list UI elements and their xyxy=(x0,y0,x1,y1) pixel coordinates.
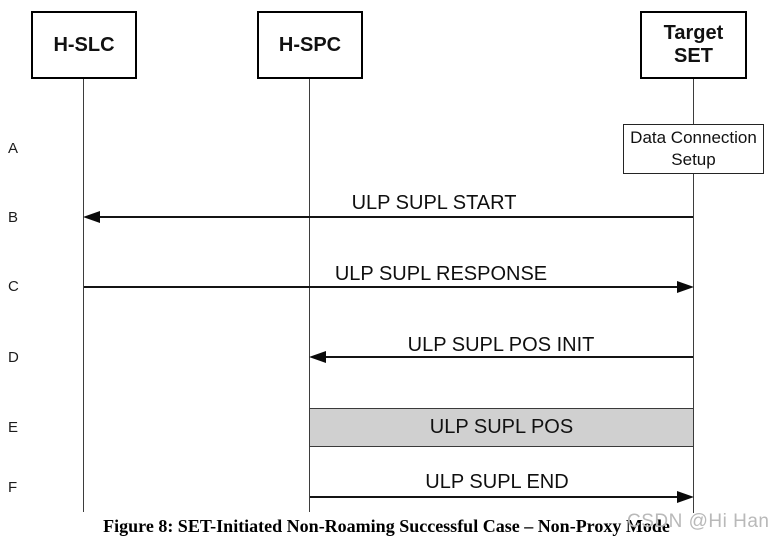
ulp-supl-pos-shaded-box: ULP SUPL POS xyxy=(309,408,694,447)
lifeline-target-set-upper xyxy=(693,79,694,124)
message-label-ulp-supl-start: ULP SUPL START xyxy=(351,192,517,214)
watermark-text: CSDN @Hi Han xyxy=(627,511,770,532)
lifeline-h-spc xyxy=(309,79,310,512)
lifeline-target-set-lower xyxy=(693,174,694,513)
arrowhead-left-icon xyxy=(83,211,100,223)
entity-box-target-set: Target SET xyxy=(640,11,747,79)
lifeline-h-slc xyxy=(83,79,84,512)
message-line-ulp-supl-pos-init xyxy=(323,356,693,358)
arrowhead-right-icon xyxy=(677,281,694,293)
message-line-ulp-supl-start xyxy=(97,216,693,218)
entity-label-target-set: Target SET xyxy=(663,22,724,67)
row-marker-e: E xyxy=(8,419,19,436)
row-marker-a: A xyxy=(8,140,19,157)
row-marker-f: F xyxy=(8,479,18,496)
arrowhead-left-icon xyxy=(309,351,326,363)
data-connection-setup-label: Data Connection Setup xyxy=(630,128,757,169)
entity-label-h-spc: H-SPC xyxy=(278,33,342,56)
ulp-supl-pos-label: ULP SUPL POS xyxy=(429,416,574,438)
row-marker-b: B xyxy=(8,209,19,226)
message-line-ulp-supl-response xyxy=(84,286,678,288)
message-label-ulp-supl-pos-init: ULP SUPL POS INIT xyxy=(407,334,595,356)
message-label-ulp-supl-end: ULP SUPL END xyxy=(425,471,569,493)
message-line-ulp-supl-end xyxy=(310,496,678,498)
data-connection-setup-box: Data Connection Setup xyxy=(623,124,764,174)
entity-box-h-spc: H-SPC xyxy=(257,11,363,79)
arrowhead-right-icon xyxy=(677,491,694,503)
message-label-ulp-supl-response: ULP SUPL RESPONSE xyxy=(334,263,548,285)
entity-box-h-slc: H-SLC xyxy=(31,11,137,79)
row-marker-d: D xyxy=(8,349,19,366)
row-marker-c: C xyxy=(8,278,19,295)
entity-label-h-slc: H-SLC xyxy=(53,33,115,56)
figure-caption: Figure 8: SET-Initiated Non-Roaming Succ… xyxy=(103,516,670,536)
